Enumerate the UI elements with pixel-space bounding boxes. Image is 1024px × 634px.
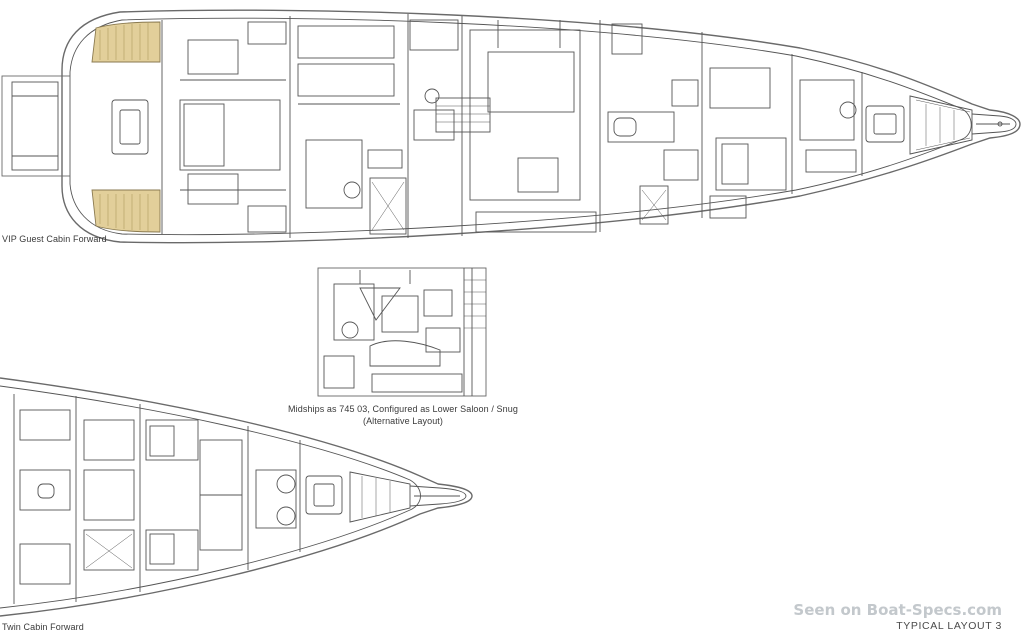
label-typical-layout: TYPICAL LAYOUT 3 — [896, 620, 1002, 632]
midships-inset-plan — [317, 267, 487, 397]
label-midships-line1: Midships as 745 03, Configured as Lower … — [288, 404, 518, 414]
label-vip-guest-cabin-forward: VIP Guest Cabin Forward — [2, 234, 107, 244]
stern-platform — [1, 75, 71, 177]
main-hull-plan — [1, 9, 1021, 244]
label-midships-line2: (Alternative Layout) — [362, 416, 444, 426]
bow-anchor-locker — [909, 95, 973, 155]
midships-inset-frame — [317, 267, 487, 397]
watermark-text: Seen on Boat-Specs.com — [793, 601, 1002, 619]
label-twin-cabin-forward: Twin Cabin Forward — [2, 622, 84, 632]
teak-bench-stbd — [91, 189, 161, 233]
forward-hull-outline — [0, 377, 473, 617]
bowsprit — [971, 113, 1017, 135]
forward-hull-plan — [0, 377, 473, 617]
companionway-stairs — [435, 97, 491, 133]
teak-bench-port — [91, 21, 161, 63]
main-hull-outline — [61, 9, 1021, 244]
